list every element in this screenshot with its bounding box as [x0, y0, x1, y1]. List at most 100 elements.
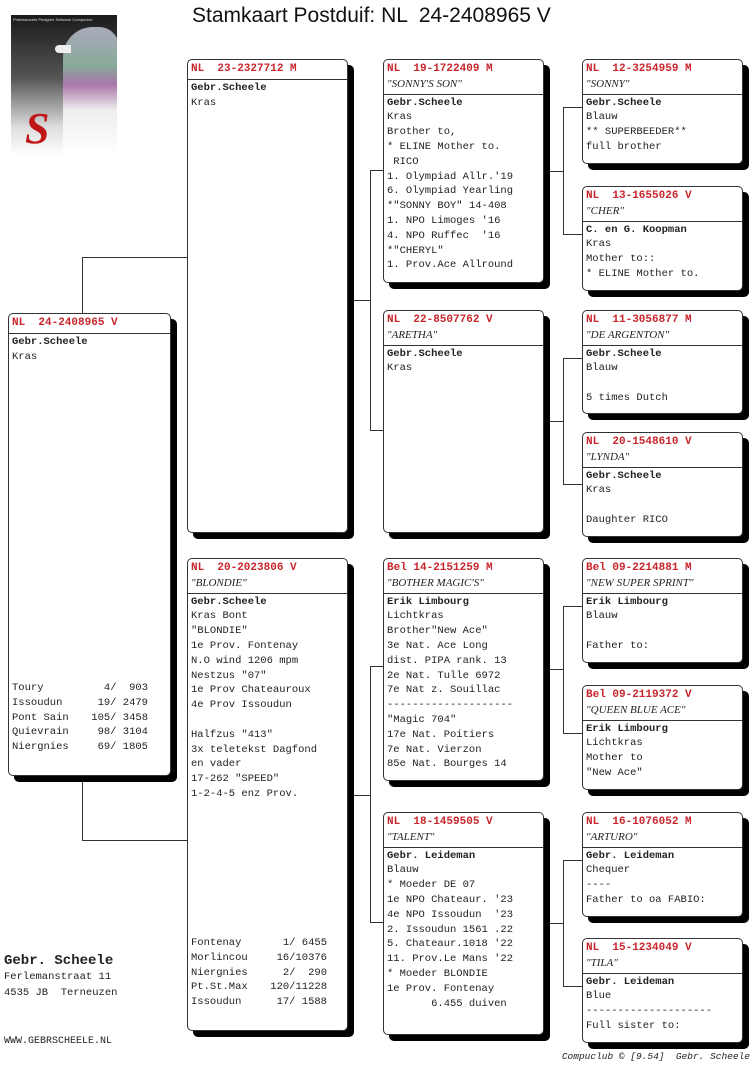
card-ggp-3[interactable]: NL 11-3056877 M"DE ARGENTON"Gebr.Scheele… [582, 310, 743, 414]
race-result: 4/ 903 [103, 682, 148, 695]
note-line: Erik Limbourg [387, 595, 469, 608]
race-place: Fontenay [191, 937, 242, 950]
note-line: Halfzus "413" [191, 728, 273, 741]
divider [583, 344, 742, 346]
card-grandfather-paternal[interactable]: NL 19-1722409 M"SONNY'S SON"Gebr.Scheele… [383, 59, 544, 283]
pigeon-name: "LYNDA" [586, 450, 630, 463]
note-line: 85e Nat. Bourges 14 [387, 758, 507, 771]
note-line: 1. Olympiad Allr.'19 [387, 170, 514, 183]
note-line: 3e Nat. Ace Long [387, 639, 488, 652]
divider [583, 719, 742, 721]
note-line [586, 376, 739, 391]
race-result: 120/11228 [270, 981, 327, 994]
ring-number: Bel 14-2151259 M [387, 562, 493, 574]
note-line: 1e Prov. Fontenay [191, 639, 299, 652]
note-line: Gebr.Scheele [586, 469, 662, 482]
divider [583, 846, 742, 848]
note-line: 4e NPO Issoudun '23 [387, 908, 514, 921]
pigeon-name: "SONNY'S SON" [387, 77, 462, 90]
pigeon-name: "DE ARGENTON" [586, 328, 670, 341]
note-line: Father to oa FABIO: [586, 893, 706, 906]
race-result: 16/10376 [276, 951, 327, 964]
note-line: 5 times Dutch [586, 391, 668, 404]
note-line: "BLONDIE" [191, 625, 248, 638]
note-line: N.O wind 1206 mpm [191, 654, 299, 667]
note-line: 1. Prov.Ace Allround [387, 259, 514, 272]
note-line: Blauw [586, 362, 618, 375]
note-line: 2e Nat. Tulle 6972 [387, 669, 501, 682]
race-result: 105/ 3458 [91, 711, 148, 724]
divider [384, 93, 543, 95]
note-line: 3x teletekst Dagfond [191, 743, 318, 756]
note-line: Lichtkras [387, 610, 444, 623]
note-line: 1. NPO Limoges '16 [387, 214, 501, 227]
note-line: Gebr.Scheele [12, 335, 88, 348]
divider [583, 220, 742, 222]
note-line: Kras [191, 96, 217, 109]
note-line: Mother to [586, 752, 643, 765]
note-line: Lichtkras [586, 737, 643, 750]
ring-number: NL 13-1655026 V [586, 190, 692, 202]
ring-number: NL 11-3056877 M [586, 314, 692, 326]
ring-number: NL 24-2408965 V [12, 317, 118, 329]
note-line: Blauw [387, 864, 419, 877]
note-line: 7e Nat. Vierzon [387, 743, 482, 756]
note-line: "New Ace" [586, 766, 643, 779]
note-line [586, 624, 739, 639]
owner-street: Ferlemanstraat 11 [4, 971, 112, 983]
note-line: * ELINE Mother to. [586, 267, 700, 280]
pigeon-name: "TILA" [586, 956, 618, 969]
note-line: Gebr. Leideman [586, 975, 675, 988]
note-line: Gebr. Leideman [586, 849, 675, 862]
note-line: 5. Chateaur.1018 '22 [387, 938, 514, 951]
website-link[interactable]: WWW.GEBRSCHEELE.NL [4, 1036, 113, 1047]
note-line: 1e Prov Chateauroux [191, 684, 311, 697]
owner-name: Gebr. Scheele [4, 953, 114, 969]
note-line: Erik Limbourg [586, 595, 668, 608]
card-grandfather-maternal[interactable]: Bel 14-2151259 M"BOTHER MAGIC'S"Erik Lim… [383, 558, 544, 781]
note-line: ** SUPERBEEDER** [586, 126, 687, 139]
card-ggp-6[interactable]: Bel 09-2119372 V"QUEEN BLUE ACE"Erik Lim… [582, 685, 743, 790]
logo-tagline: Professionele Pedigree Software Compuclu… [13, 17, 93, 22]
note-line: Gebr.Scheele [191, 81, 267, 94]
note-line: "Magic 704" [387, 713, 457, 726]
race-place: Issoudun [191, 996, 242, 1009]
result-row: Fontenay 1/ 6455 [191, 936, 344, 951]
note-line: *"SONNY BOY" 14-408 [387, 200, 507, 213]
ring-number: NL 15-1234049 V [586, 942, 692, 954]
race-place: Pt.St.Max [191, 981, 248, 994]
card-ggp-5[interactable]: Bel 09-2214881 M"NEW SUPER SPRINT"Erik L… [582, 558, 743, 663]
note-line: Gebr.Scheele [387, 347, 463, 360]
divider [384, 344, 543, 346]
divider [384, 846, 543, 848]
note-line: Daughter RICO [586, 513, 668, 526]
race-result: 1/ 6455 [282, 937, 327, 950]
note-line: Kras Bont [191, 610, 248, 623]
note-line: Kras [586, 238, 612, 251]
race-place: Niergnies [191, 966, 248, 979]
note-line: Brother to, [387, 126, 457, 139]
note-line: Gebr. Leideman [387, 849, 476, 862]
